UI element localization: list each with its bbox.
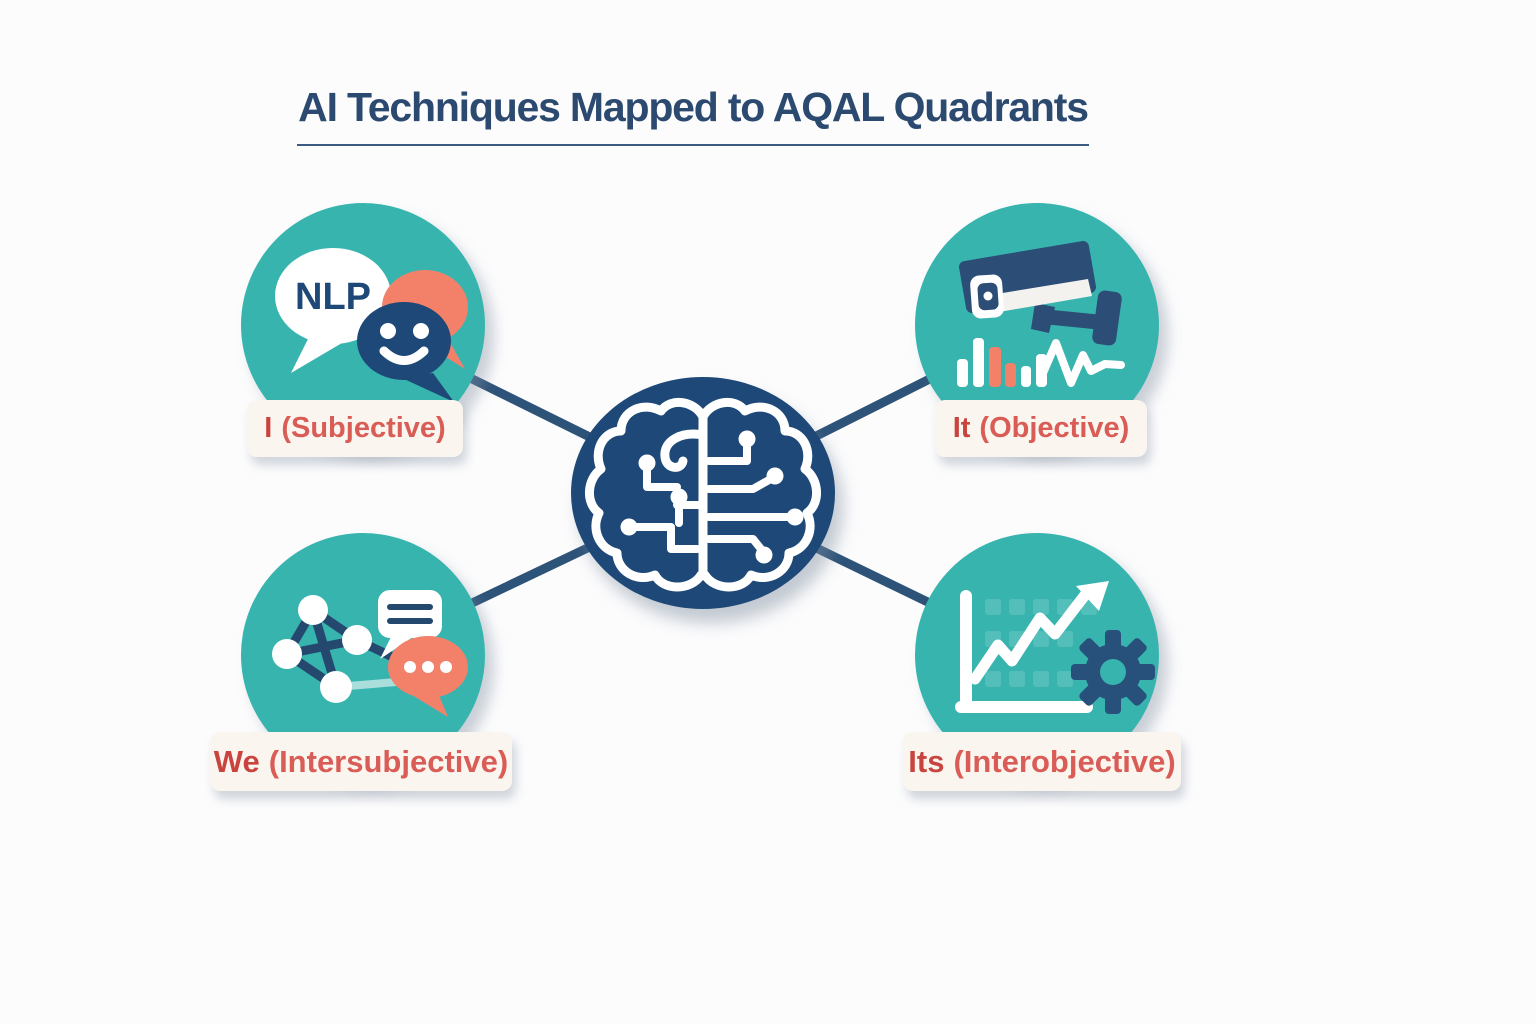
cctv-camera-icon [959,241,1122,346]
nlp-text: NLP [295,276,371,318]
quadrant-term: It [952,412,971,444]
network-graph-icon [272,595,425,703]
quadrant-qualifier: (Intersubjective) [268,743,509,779]
social-network-chat-icon [272,590,468,717]
bar-chart-icon [957,338,1047,387]
quadrant-circle-upper-left: NLP [241,203,485,447]
gear-icon [1071,630,1155,714]
typing-speech-bubble-icon [388,636,468,717]
quadrant-qualifier: (Objective) [979,412,1130,444]
quadrant-qualifier: (Subjective) [281,412,446,444]
arrow-head-icon [1076,581,1109,611]
pulse-line-icon [1039,339,1125,387]
surveillance-camera-analytics-icon [957,241,1125,387]
line-chart-icon [955,581,1109,713]
quadrant-term: I [264,412,273,444]
label-card-lower-left: We (Intersubjective) [210,732,512,791]
brain-circuit-icon [585,398,821,592]
smiley-speech-bubble-icon [357,302,454,402]
central-ai-node [571,377,835,609]
text-speech-bubble-icon [378,590,442,659]
title-block: AI Techniques Mapped to AQAL Quadrants [288,84,1098,147]
nlp-speech-bubble-icon: NLP [275,248,391,373]
quadrant-qualifier: (Interobjective) [953,743,1176,779]
label-card-upper-left: I (Subjective) [247,400,463,457]
grid-pattern [985,599,1097,687]
quadrant-term: Its [908,743,945,779]
quadrant-term: We [213,743,260,779]
nlp-chat-smiley-icon: NLP [275,248,468,402]
label-card-lower-right: Its (Interobjective) [903,732,1181,791]
title-underline [297,144,1089,147]
label-card-upper-right: It (Objective) [935,400,1147,457]
growth-chart-gear-icon [955,581,1155,714]
page-title: AI Techniques Mapped to AQAL Quadrants [298,84,1089,130]
